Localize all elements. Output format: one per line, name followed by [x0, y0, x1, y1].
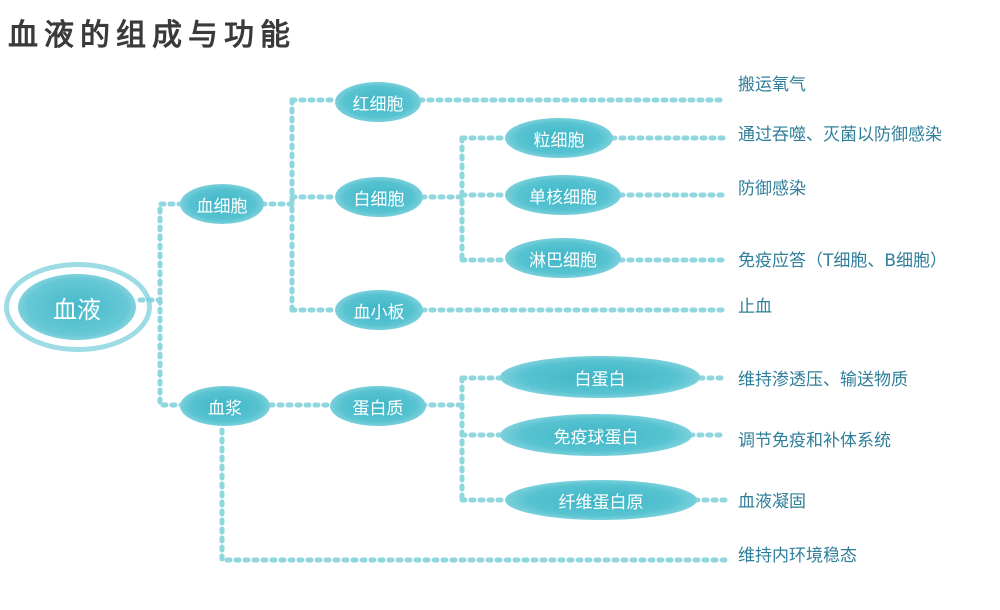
node-plasma: 血浆 [180, 386, 270, 426]
node-fibrinogen: 纤维蛋白原 [505, 480, 697, 520]
function-monocyte: 防御感染 [738, 179, 806, 199]
node-granulocyte: 粒细胞 [505, 118, 613, 158]
node-wbc: 白细胞 [335, 177, 423, 217]
function-plasma: 维持内环境稳态 [738, 546, 857, 566]
function-lymphocyte: 免疫应答（T细胞、B细胞） [738, 251, 948, 271]
function-platelet: 止血 [738, 297, 772, 317]
node-albumin: 白蛋白 [500, 356, 700, 398]
function-globulin: 调节免疫和补体系统 [738, 431, 891, 451]
node-monocyte: 单核细胞 [505, 175, 621, 215]
node-protein: 蛋白质 [330, 386, 426, 426]
node-globulin: 免疫球蛋白 [500, 414, 692, 456]
node-rbc: 红细胞 [335, 82, 421, 122]
function-granulocyte: 通过吞噬、灭菌以防御感染 [738, 125, 942, 145]
function-rbc: 搬运氧气 [738, 75, 806, 95]
function-albumin: 维持渗透压、输送物质 [738, 370, 908, 390]
page-title: 血液的组成与功能 [8, 18, 296, 53]
node-blood: 血液 [18, 274, 136, 340]
root-ring [4, 262, 152, 352]
function-fibrinogen: 血液凝固 [738, 492, 806, 512]
node-platelet: 血小板 [335, 290, 423, 330]
node-lymphocyte: 淋巴细胞 [505, 238, 621, 278]
node-blood-cells: 血细胞 [180, 184, 264, 224]
